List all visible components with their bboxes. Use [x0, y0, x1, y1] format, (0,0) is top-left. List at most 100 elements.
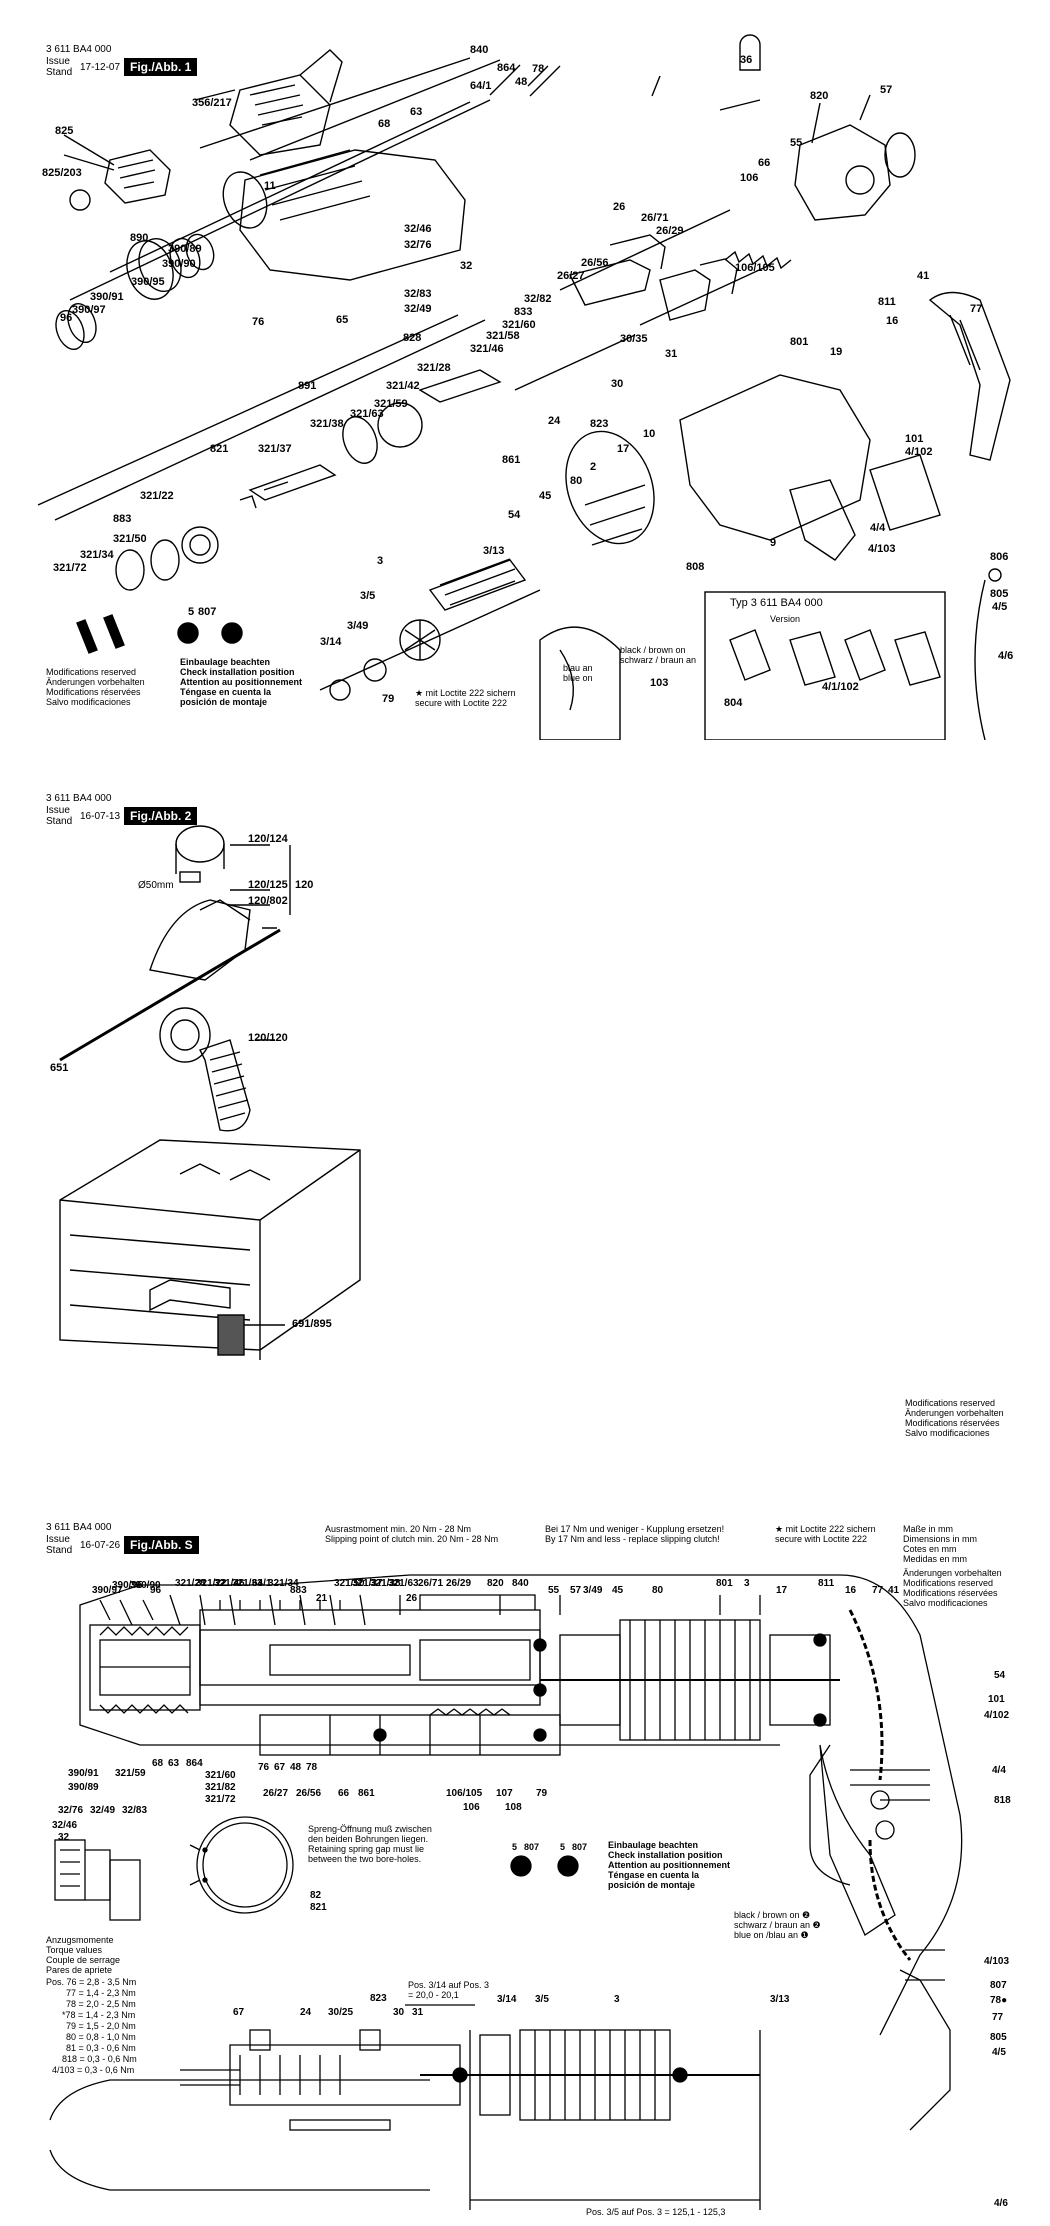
- part-811: 811: [878, 296, 896, 308]
- part-321-59: 321/59: [374, 398, 408, 410]
- part-63: 63: [168, 1758, 180, 1769]
- issue-date: 17-12-07: [80, 62, 121, 73]
- part-825: 825: [55, 125, 74, 137]
- part-17: 17: [776, 1585, 788, 1596]
- doc-number: 3 611 BA4 000: [46, 793, 112, 804]
- part-390-90: 390/90: [130, 1580, 161, 1591]
- part-321-37: 321/37: [352, 1578, 383, 1589]
- part-390-89: 390/89: [168, 243, 202, 255]
- icon-807-b: 807: [572, 1842, 588, 1852]
- part-4-4: 4/4: [992, 1765, 1006, 1776]
- part-32-83: 32/83: [404, 288, 432, 300]
- part-3-5: 3/5: [535, 1994, 549, 2005]
- part-45: 45: [539, 490, 552, 502]
- part-321-82: 321/82: [205, 1782, 236, 1793]
- part-30-25: 30/25: [328, 2007, 354, 2018]
- part-321-37: 321/37: [258, 443, 292, 455]
- part-32: 32: [460, 260, 473, 272]
- part-321-22: 321/22: [196, 1578, 227, 1589]
- part-321-50: 321/50: [334, 1578, 365, 1589]
- part-32-76: 32/76: [404, 239, 432, 251]
- part-66: 66: [338, 1788, 350, 1799]
- wire-blue-note: blau an blue on: [563, 663, 593, 683]
- part-41: 41: [917, 270, 930, 282]
- part-840: 840: [512, 1578, 529, 1589]
- part-890: 890: [130, 232, 149, 244]
- part-321-58: 321/58: [486, 330, 520, 342]
- part-30: 30: [611, 378, 624, 390]
- part-321-60: 321/60: [205, 1770, 236, 1781]
- part-26-27: 26/27: [263, 1788, 289, 1799]
- part-63: 63: [410, 106, 423, 118]
- part-321-28: 321/28: [175, 1578, 206, 1589]
- part-4-103: 4/103: [984, 1956, 1010, 1967]
- part-821: 821: [210, 443, 229, 455]
- part-4-103: 4/103: [868, 543, 896, 555]
- stand-label: Stand: [46, 816, 73, 827]
- part-321-38: 321/38: [370, 1578, 401, 1589]
- part-31: 31: [665, 348, 678, 360]
- part-321-22: 321/22: [140, 490, 174, 502]
- part-390-90: 390/90: [162, 258, 196, 270]
- part-805: 805: [990, 2032, 1007, 2043]
- part-4-102: 4/102: [984, 1710, 1010, 1721]
- torque-5: 80 = 0,8 - 1,0 Nm: [66, 2032, 136, 2042]
- pos-3-5-note: Pos. 3/5 auf Pos. 3 = 125,1 - 125,3: [586, 2207, 726, 2217]
- part-120: 120: [295, 879, 314, 891]
- part-64-1: 64/1: [252, 1578, 272, 1589]
- part-32-82: 32/82: [524, 293, 552, 305]
- part-321-46: 321/46: [470, 343, 504, 355]
- torque-6: 81 = 0,3 - 0,6 Nm: [66, 2043, 136, 2053]
- install-note: Einbaulage beachten Check installation p…: [180, 657, 302, 707]
- part-4-5: 4/5: [992, 601, 1008, 613]
- part-3-49: 3/49: [583, 1585, 603, 1596]
- sheet-3: 3 611 BA4 000 Issue Stand 16-07-26 Fig./…: [0, 1510, 1050, 2226]
- part-3-13: 3/13: [770, 1994, 790, 2005]
- torque-2: 78 = 2,0 - 2,5 Nm: [66, 1999, 136, 2009]
- part-801: 801: [716, 1578, 733, 1589]
- part-32-83: 32/83: [122, 1805, 148, 1816]
- part-80: 80: [570, 475, 583, 487]
- torque-1: 77 = 1,4 - 2,3 Nm: [66, 1988, 136, 1998]
- part-807-a: 807: [198, 606, 217, 618]
- torque-4: 79 = 1,5 - 2,0 Nm: [66, 2021, 136, 2031]
- sheet-2: 3 611 BA4 000 Issue Stand 16-07-13 Fig./…: [0, 780, 1050, 1510]
- loctite-note: ★ mit Loctite 222 sichern secure with Lo…: [775, 1524, 876, 1544]
- part-818: 818: [994, 1795, 1011, 1806]
- figure-tag: Fig./Abb. 2: [124, 807, 198, 825]
- part-19: 19: [830, 346, 843, 358]
- part-82: 82: [310, 1890, 322, 1901]
- part-77-a: 77: [970, 303, 983, 315]
- part-26-29: 26/29: [656, 225, 684, 237]
- part-321-34: 321/34: [268, 1578, 299, 1589]
- part-106-105: 106/105: [446, 1788, 483, 1799]
- issue-date: 16-07-26: [80, 1540, 121, 1551]
- part-79: 79: [536, 1788, 548, 1799]
- torque-7: 818 = 0,3 - 0,6 Nm: [62, 2054, 137, 2064]
- part-321-50: 321/50: [113, 533, 147, 545]
- modifications-note: Änderungen vorbehalten Modifications res…: [903, 1568, 1002, 1608]
- part-356-217: 356/217: [192, 97, 232, 109]
- part-26: 26: [613, 201, 626, 213]
- issue-label: Issue: [46, 805, 70, 816]
- part-120-125: 120/125: [248, 879, 288, 891]
- part-321-38: 321/38: [310, 418, 344, 430]
- wire-note: black / brown on ❷ schwarz / braun an ❷ …: [734, 1910, 821, 1940]
- modifications-note: Modifications reserved Änderungen vorbeh…: [905, 1398, 1004, 1438]
- part-103: 103: [650, 677, 669, 689]
- diameter-50: Ø50mm: [138, 880, 174, 891]
- loctite-note: ★ mit Loctite 222 sichern secure with Lo…: [415, 688, 516, 708]
- part-107: 107: [496, 1788, 513, 1799]
- part-24: 24: [548, 415, 561, 427]
- part-3-49: 3/49: [347, 620, 369, 632]
- icon-5-b: 5: [560, 1842, 566, 1852]
- part-321-33: 321/33: [232, 1578, 263, 1589]
- part-321-63: 321/63: [388, 1578, 419, 1589]
- part-4-102: 4/102: [905, 446, 933, 458]
- part-4-1-102: 4/1/102: [822, 681, 859, 693]
- part-390-91: 390/91: [68, 1768, 99, 1779]
- part-54: 54: [508, 509, 521, 521]
- part-32-49: 32/49: [404, 303, 432, 315]
- part-390-95: 390/95: [131, 276, 165, 288]
- part-76: 76: [252, 316, 265, 328]
